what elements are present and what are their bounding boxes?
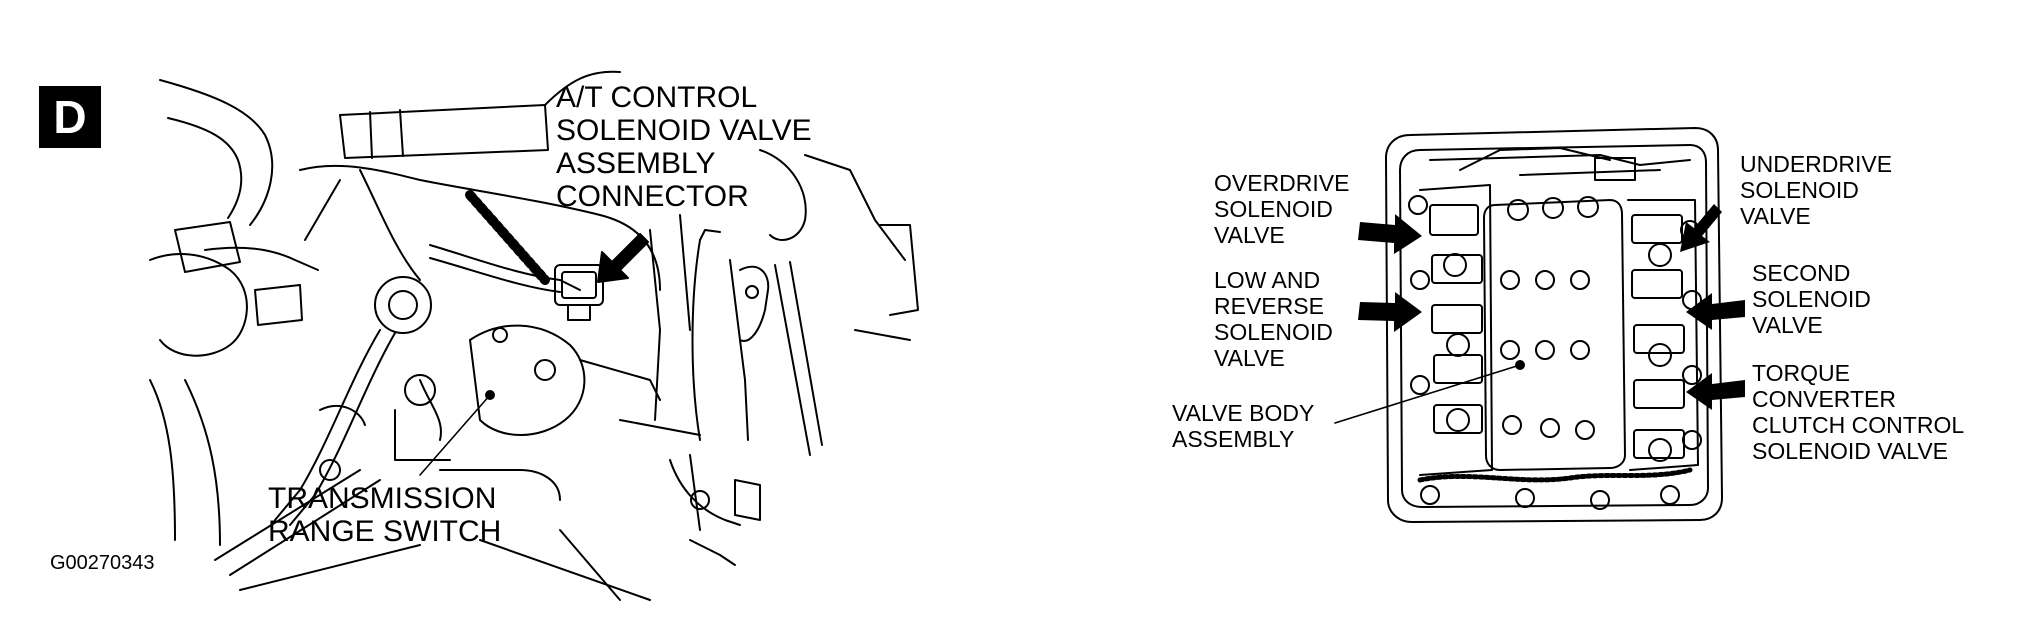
figure-letter-badge: D [39,86,101,148]
connector-block [554,264,604,306]
torque-converter-solenoid-label: TORQUE CONVERTER CLUTCH CONTROL SOLENOID… [1752,360,1965,464]
callout-range-switch-label: TRANSMISSION RANGE SWITCH [268,482,502,548]
wire-harness [465,190,550,285]
low-reverse-arrow [1358,292,1422,332]
low-reverse-solenoid-label: LOW AND REVERSE SOLENOID VALVE [1214,267,1333,371]
valve-body-leader [1334,364,1521,424]
figure-code: G00270343 [50,552,155,574]
upper-hose [159,79,274,226]
connector-arrow [597,233,649,283]
center-plate [1483,199,1626,471]
manual-shaft [374,276,432,334]
underdrive-arrow [1680,204,1722,252]
torque-converter-arrow [1686,373,1745,410]
hose-coil [149,253,248,357]
second-arrow [1686,293,1745,330]
center-bolt-pattern [1500,196,1599,440]
range-switch-body [469,324,586,436]
underdrive-solenoid-label: UNDERDRIVE SOLENOID VALVE [1740,151,1893,229]
second-solenoid-label: SECOND SOLENOID VALVE [1752,260,1871,338]
pan-inner [1399,144,1709,508]
valve-body-assembly-label: VALVE BODY ASSEMBLY [1172,400,1315,452]
callout-connector-label: A/T CONTROL SOLENOID VALVE ASSEMBLY CONN… [556,81,812,213]
overdrive-arrow [1358,214,1422,254]
overdrive-solenoid-label: OVERDRIVE SOLENOID VALVE [1214,170,1350,248]
switch-leader [419,394,491,476]
top-pipe [339,104,549,159]
pan-outer [1385,127,1723,523]
